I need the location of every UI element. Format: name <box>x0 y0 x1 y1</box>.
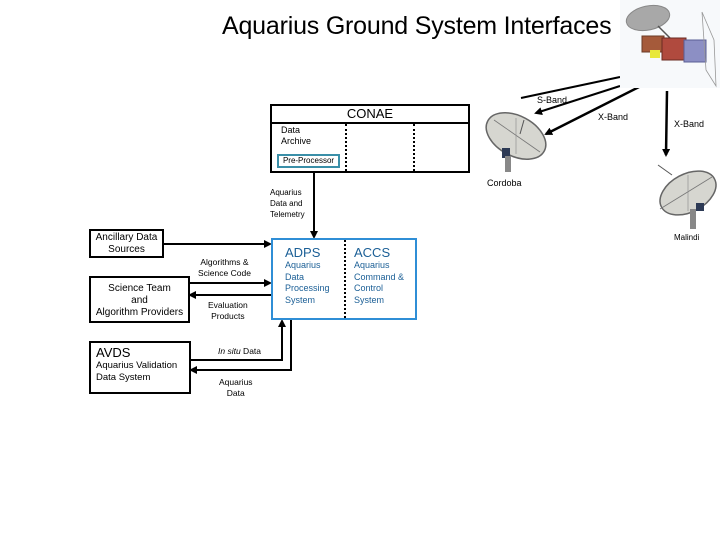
avds-title: AVDS <box>96 345 131 360</box>
uplink-line <box>520 76 621 99</box>
accs-title: ACCS <box>354 245 391 260</box>
adps-section: ADPS Aquarius Data Processing System <box>285 245 330 305</box>
cordoba-label: Cordoba <box>487 178 522 188</box>
antenna-dish-icon <box>657 164 717 229</box>
avds-box: AVDS Aquarius Validation Data System <box>89 341 191 394</box>
satellite-icon <box>620 0 720 88</box>
s-band-label: S-Band <box>537 95 568 105</box>
telemetry-label: Aquarius Data and Telemetry <box>270 188 305 219</box>
conae-box: CONAE Data Archive Pre-Processor <box>270 104 470 173</box>
pre-processor-box: Pre-Processor <box>277 154 340 168</box>
antenna-dish-icon <box>485 112 547 172</box>
x-band-malindi-arrow <box>662 90 671 157</box>
conae-divider <box>413 124 415 171</box>
conae-divider <box>345 124 347 171</box>
adps-accs-box: ADPS Aquarius Data Processing System ACC… <box>271 238 417 320</box>
insitu-arrow <box>191 319 286 361</box>
x-band-cordoba-label: X-Band <box>598 112 629 122</box>
malindi-label: Malindi <box>674 233 700 242</box>
x-band-cordoba-arrow <box>544 84 642 136</box>
adps-accs-divider <box>344 240 346 318</box>
accs-section: ACCS Aquarius Command & Control System <box>354 245 405 305</box>
science-team-box: Science Team and Algorithm Providers <box>89 276 190 323</box>
ancillary-data-box: Ancillary Data Sources <box>89 229 164 258</box>
insitu-label: In situ Data <box>218 346 262 356</box>
x-band-malindi-label: X-Band <box>674 119 705 129</box>
aquarius-data-arrow <box>189 320 292 374</box>
data-archive-label: Data Archive <box>281 125 312 146</box>
evaluation-label: Evaluation Products <box>208 300 248 321</box>
adps-title: ADPS <box>285 245 321 260</box>
aquarius-data-label: Aquarius Data <box>219 377 253 398</box>
algorithms-label: Algorithms & Science Code <box>198 257 251 278</box>
s-band-arrow <box>534 85 621 115</box>
page-title: Aquarius Ground System Interfaces <box>222 12 612 40</box>
conae-title: CONAE <box>272 106 468 124</box>
